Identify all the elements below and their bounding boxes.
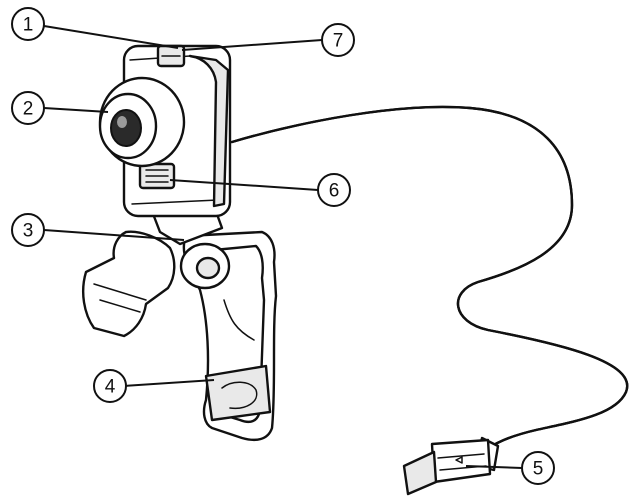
callout-1: 1 — [11, 7, 45, 41]
usb-cable — [230, 105, 629, 454]
svg-text:5: 5 — [533, 459, 544, 480]
callout-3: 3 — [11, 213, 45, 247]
svg-text:4: 4 — [105, 377, 116, 398]
callout-5: 5 — [521, 451, 555, 485]
leader-line-5 — [465, 465, 523, 469]
svg-text:2: 2 — [23, 99, 34, 120]
hinge-knob — [179, 242, 231, 290]
callout-2: 2 — [11, 91, 45, 125]
leader-line-1 — [43, 25, 179, 49]
svg-text:3: 3 — [23, 221, 34, 242]
leader-line-4 — [123, 379, 215, 387]
leader-line-7 — [181, 39, 323, 51]
svg-text:6: 6 — [329, 181, 340, 202]
callout-6: 6 — [317, 173, 351, 207]
camera-lens — [98, 76, 186, 168]
svg-text:1: 1 — [23, 15, 34, 36]
callout-4: 4 — [93, 369, 127, 403]
leader-line-3 — [43, 229, 185, 241]
usb-plug — [402, 436, 500, 496]
callout-7: 7 — [321, 23, 355, 57]
leader-line-2 — [43, 107, 109, 113]
svg-text:7: 7 — [333, 31, 344, 52]
leader-line-6 — [169, 179, 319, 191]
mounting-clip — [82, 230, 278, 442]
microphone-grille — [138, 162, 176, 190]
